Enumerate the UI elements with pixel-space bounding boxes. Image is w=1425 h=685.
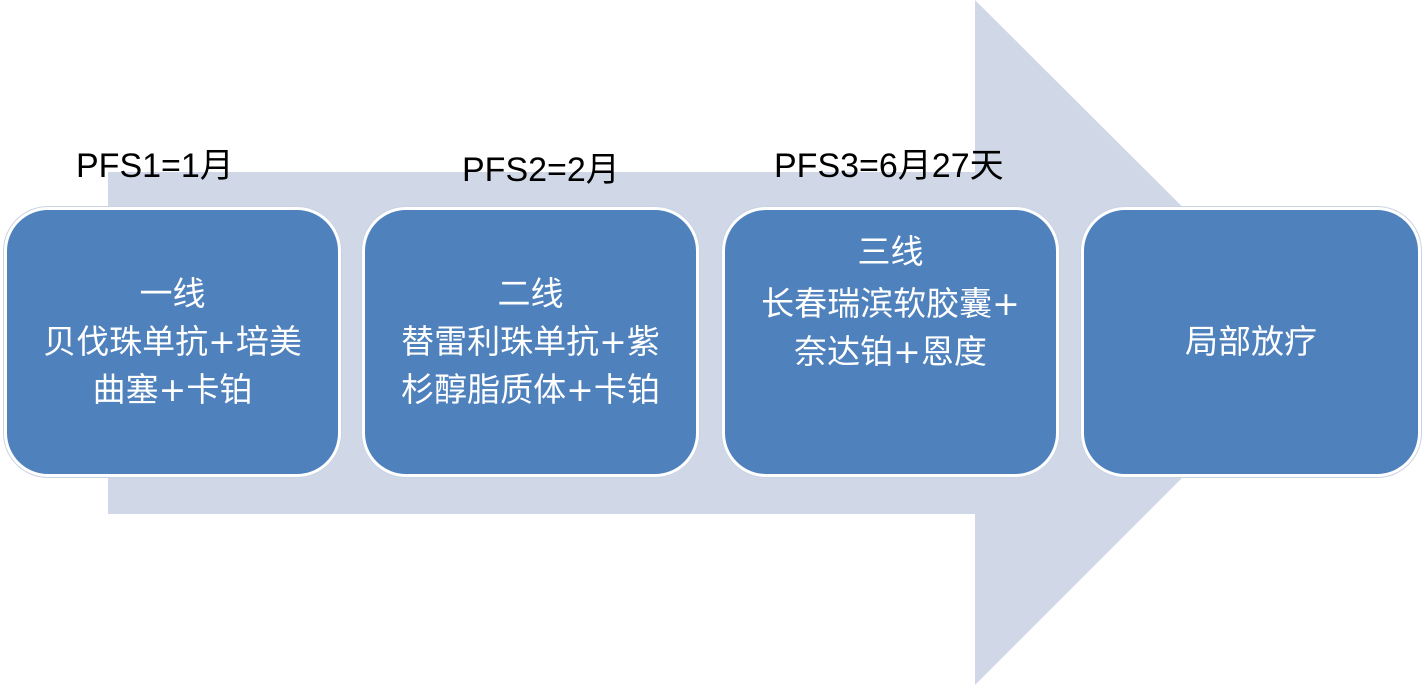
stage-title: 一线 [139,274,206,313]
stage-box-first-line: 一线 贝伐珠单抗+培美 曲塞+卡铂 [4,207,341,477]
stage-regimen-line: 奈达铂+恩度 [794,332,987,371]
stage-box-second-line: 二线 替雷利珠单抗+紫 杉醇脂质体+卡铂 [362,207,699,477]
arrow-shape [108,0,1318,685]
stage-box-local-radiotherapy: 局部放疗 [1081,207,1421,477]
pfs-label-3: PFS3=6月27天 [774,147,1004,185]
stage-title: 局部放疗 [1185,322,1317,361]
stage-box-third-line: 三线 长春瑞滨软胶囊+ 奈达铂+恩度 [722,207,1059,477]
stage-title: 三线 [857,232,924,271]
pfs-label-1: PFS1=1月 [76,147,234,185]
stage-regimen-line: 长春瑞滨软胶囊+ [761,284,1020,323]
stage-regimen-line: 杉醇脂质体+卡铂 [401,370,660,409]
stage-regimen-line: 贝伐珠单抗+培美 [43,322,302,361]
stage-regimen-line: 替雷利珠单抗+紫 [401,322,660,361]
stage-title: 二线 [497,274,564,313]
stage-regimen-line: 曲塞+卡铂 [92,370,253,409]
pfs-label-2: PFS2=2月 [462,151,620,189]
